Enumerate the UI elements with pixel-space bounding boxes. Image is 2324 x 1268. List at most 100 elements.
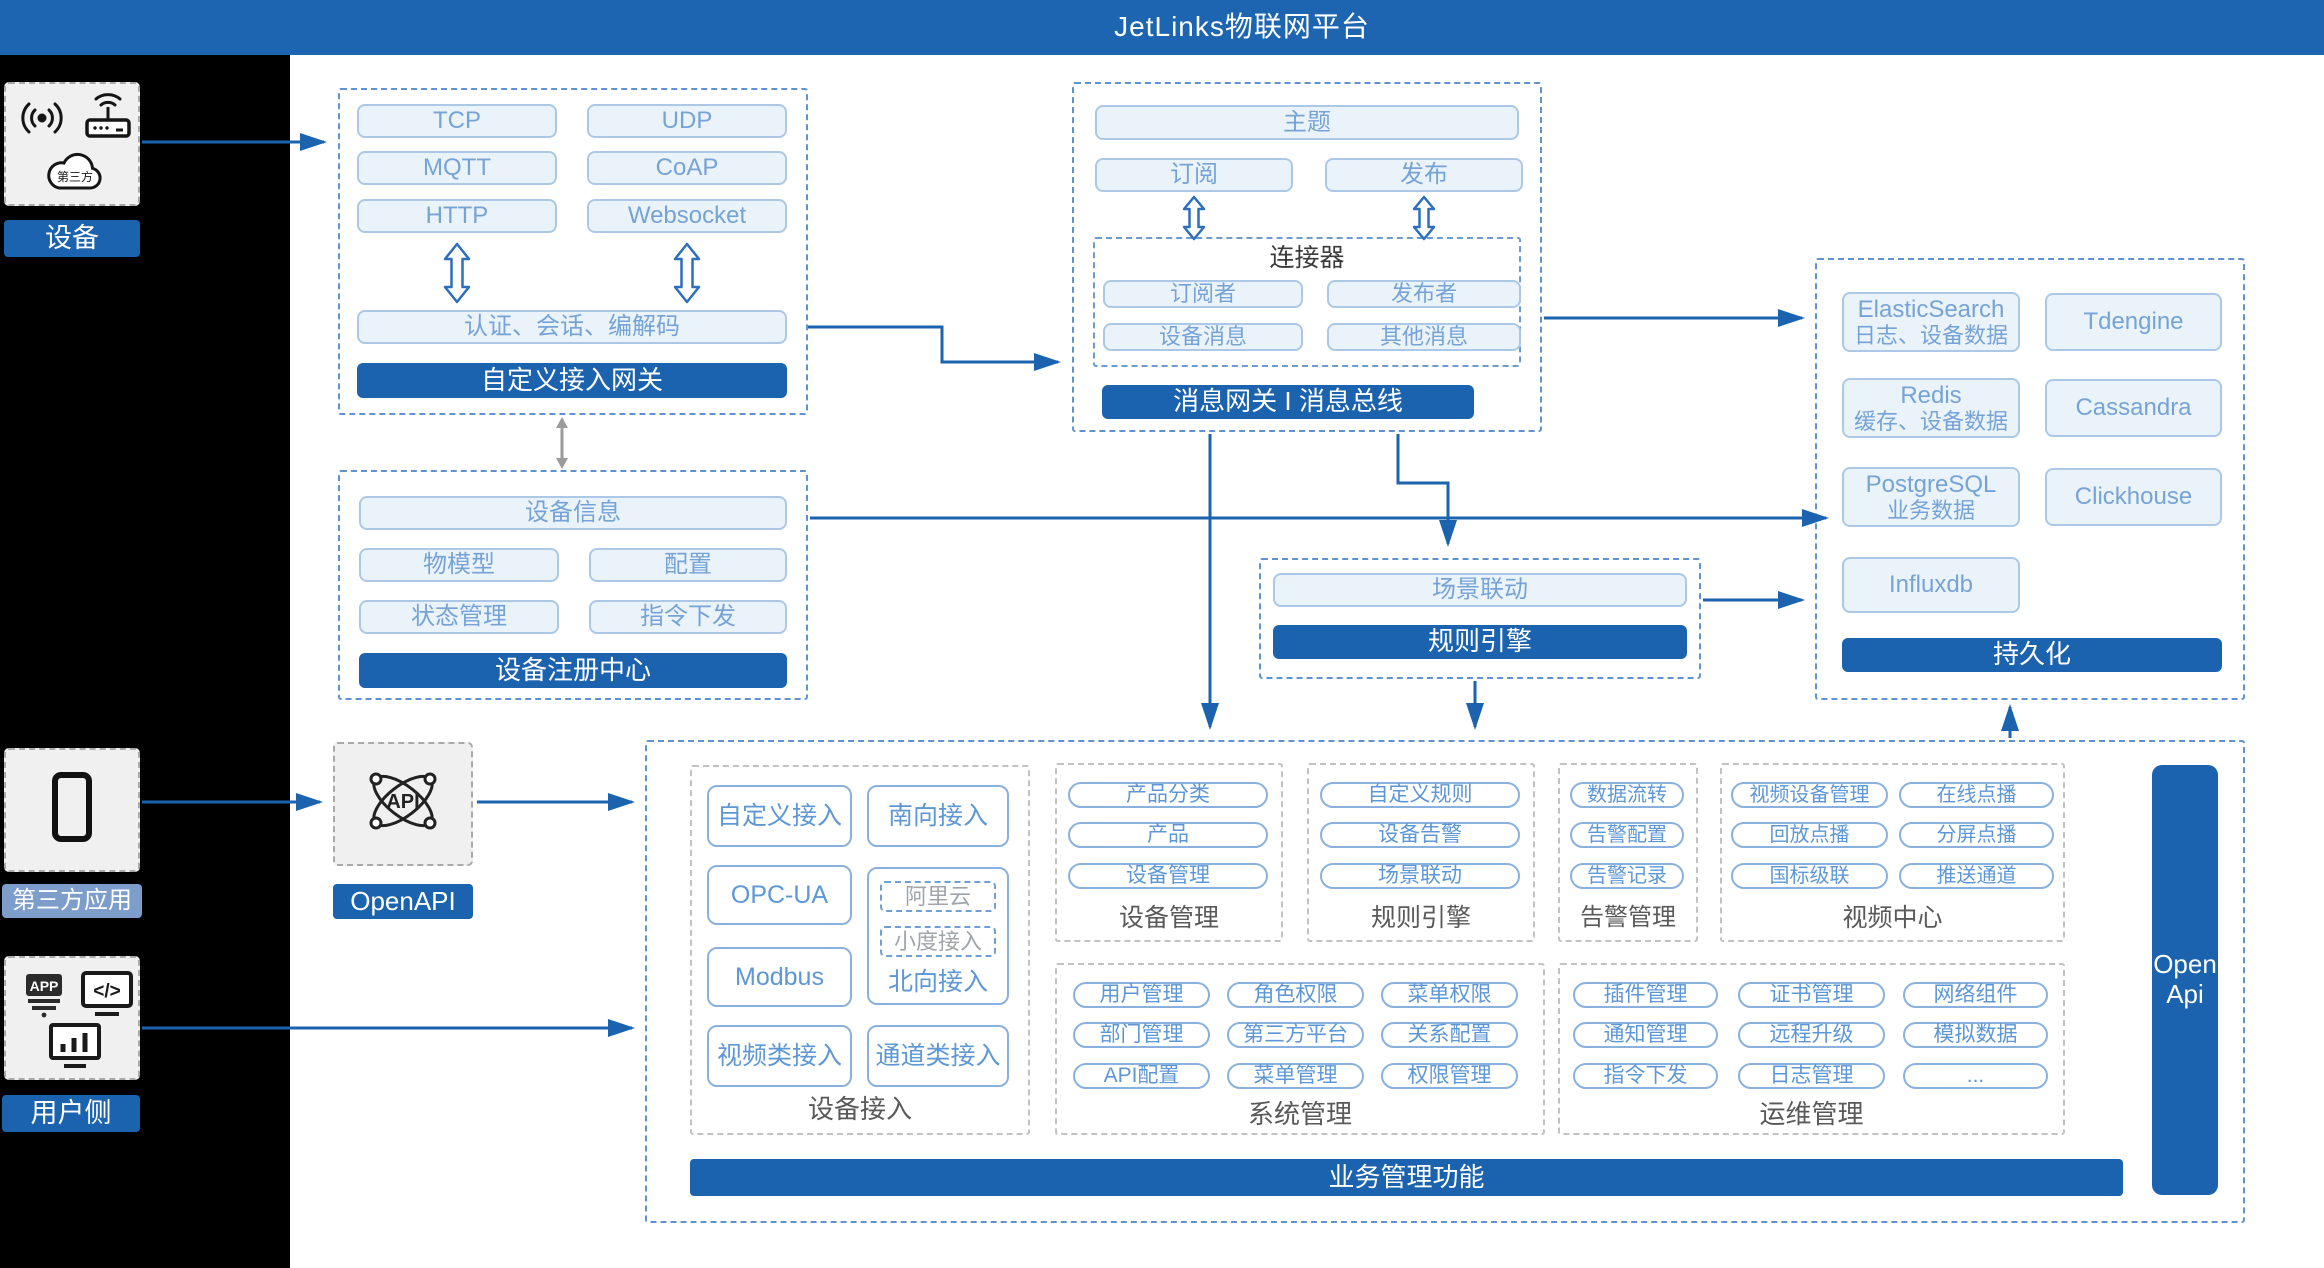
alarm-record-box: 告警记录: [1570, 863, 1684, 889]
user-side-label: 用户侧: [2, 1095, 140, 1132]
rule-engine-bar: 规则引擎: [1273, 625, 1687, 659]
cloud-icon-text: 第三方: [57, 169, 93, 184]
permission-mgmt-box: 权限管理: [1381, 1063, 1518, 1089]
system-label: 系统管理: [1247, 1099, 1352, 1130]
notify-mgmt-box: 通知管理: [1573, 1022, 1718, 1048]
business-functions-group: [645, 740, 2245, 1223]
custom-gateway-group: [338, 88, 808, 415]
gb-cascade-box: 国标级联: [1731, 863, 1888, 889]
page-title: JetLinks物联网平台: [0, 0, 2324, 55]
product-category-box: 产品分类: [1068, 782, 1268, 808]
video-device-mgmt-box: 视频设备管理: [1731, 782, 1888, 808]
video-label: 视频中心: [1842, 903, 1943, 932]
connector-title: 连接器: [1269, 243, 1345, 272]
other-message-box: 其他消息: [1327, 323, 1521, 351]
persistence-bar: 持久化: [1842, 638, 2222, 672]
alarm-section: [1558, 763, 1698, 942]
device-mgmt-section: [1055, 763, 1283, 942]
protocol-tcp: TCP: [357, 104, 557, 138]
mock-data-box: 模拟数据: [1903, 1022, 2048, 1048]
channel-access-box: 通道类接入: [867, 1025, 1009, 1087]
subscribe-box: 订阅: [1095, 158, 1293, 192]
api-icon-text: API: [386, 791, 419, 813]
protocol-udp: UDP: [587, 104, 787, 138]
business-functions-bar: 业务管理功能: [690, 1159, 2123, 1196]
menu-permission-box: 菜单权限: [1381, 982, 1518, 1008]
device-mgmt-box: 设备管理: [1068, 863, 1268, 889]
more-box: ...: [1903, 1063, 2048, 1089]
open-api-line1: Open: [2153, 949, 2217, 980]
scene-linkage-box: 场景联动: [1273, 573, 1687, 607]
third-party-platform-box: 第三方平台: [1227, 1022, 1364, 1048]
log-mgmt-box: 日志管理: [1738, 1063, 1885, 1089]
southbound-access-box: 南向接入: [867, 785, 1009, 847]
xiaodu-access-box: 小度接入: [880, 926, 996, 957]
aliyun-box: 阿里云: [880, 881, 996, 912]
custom-rule-box: 自定义规则: [1320, 782, 1520, 808]
split-screen-box: 分屏点播: [1899, 822, 2054, 848]
db-name: Influxdb: [1888, 571, 1974, 599]
third-party-app-icons-box: [4, 748, 140, 872]
user-side-icons-box: APP </>: [4, 956, 140, 1080]
menu-mgmt-box: 菜单管理: [1227, 1063, 1364, 1089]
router-icon: [80, 92, 136, 147]
db-name: PostgreSQL: [1865, 470, 1997, 498]
message-gateway-group: [1072, 82, 1542, 432]
rule-engine-group: [1259, 558, 1701, 679]
ops-section: [1558, 963, 2065, 1135]
message-gateway-bar: 消息网关 I 消息总线: [1102, 385, 1474, 419]
code-icon: </>: [80, 970, 134, 1023]
network-component-box: 网络组件: [1903, 982, 2048, 1008]
alarm-label: 告警管理: [1580, 904, 1676, 932]
device-message-box: 设备消息: [1103, 323, 1303, 351]
db-influxdb-box: Influxdb: [1842, 557, 2020, 613]
device-side-label: 设备: [4, 220, 140, 257]
custom-gateway-bar: 自定义接入网关: [357, 363, 787, 398]
db-name: Redis: [1900, 381, 1962, 409]
db-tdengine-box: Tdengine: [2045, 293, 2222, 351]
device-access-label: 设备接入: [807, 1094, 912, 1125]
device-info-box: 设备信息: [359, 496, 787, 530]
protocol-coap: CoAP: [587, 151, 787, 185]
northbound-access-label: 北向接入: [887, 967, 988, 996]
rule-section: [1307, 763, 1535, 942]
data-flow-box: 数据流转: [1570, 782, 1684, 808]
rule-label: 规则引擎: [1370, 903, 1471, 932]
persistence-group: [1815, 258, 2245, 700]
video-section: [1720, 763, 2065, 942]
db-desc: 缓存、设备数据: [1853, 409, 2008, 435]
relation-config-box: 关系配置: [1381, 1022, 1518, 1048]
protocol-websocket: Websocket: [587, 199, 787, 233]
northbound-access-box: 阿里云 小度接入 北向接入: [867, 867, 1009, 1005]
db-clickhouse-box: Clickhouse: [2045, 468, 2222, 526]
topic-box: 主题: [1095, 105, 1519, 140]
code-icon-text: </>: [93, 981, 120, 1002]
system-section: [1055, 963, 1545, 1135]
product-box: 产品: [1068, 822, 1268, 848]
auth-session-codec-box: 认证、会话、编解码: [357, 310, 787, 344]
device-alarm-box: 设备告警: [1320, 822, 1520, 848]
user-mgmt-box: 用户管理: [1073, 982, 1210, 1008]
state-mgmt-box: 状态管理: [359, 600, 559, 634]
dept-mgmt-box: 部门管理: [1073, 1022, 1210, 1048]
protocol-mqtt: MQTT: [357, 151, 557, 185]
db-desc: 业务数据: [1886, 498, 1975, 524]
app-icon-text: APP: [30, 978, 59, 994]
db-name: Clickhouse: [2074, 483, 2193, 511]
db-desc: 日志、设备数据: [1853, 323, 2008, 349]
openapi-label: OpenAPI: [333, 884, 473, 919]
connector-gateway-to-message: [808, 325, 1061, 371]
publish-box: 发布: [1325, 158, 1523, 192]
cert-mgmt-box: 证书管理: [1738, 982, 1885, 1008]
alarm-config-box: 告警配置: [1570, 822, 1684, 848]
remote-upgrade-box: 远程升级: [1738, 1022, 1885, 1048]
publisher-box: 发布者: [1327, 280, 1521, 308]
api-atom-icon: API: [359, 762, 447, 845]
connector-message-to-rule-engine: [1396, 434, 1457, 547]
db-postgresql-box: PostgreSQL 业务数据: [1842, 467, 2020, 527]
device-mgmt-label: 设备管理: [1118, 903, 1219, 932]
phone-icon: [49, 769, 95, 850]
config-box: 配置: [589, 548, 787, 582]
protocol-http: HTTP: [357, 199, 557, 233]
